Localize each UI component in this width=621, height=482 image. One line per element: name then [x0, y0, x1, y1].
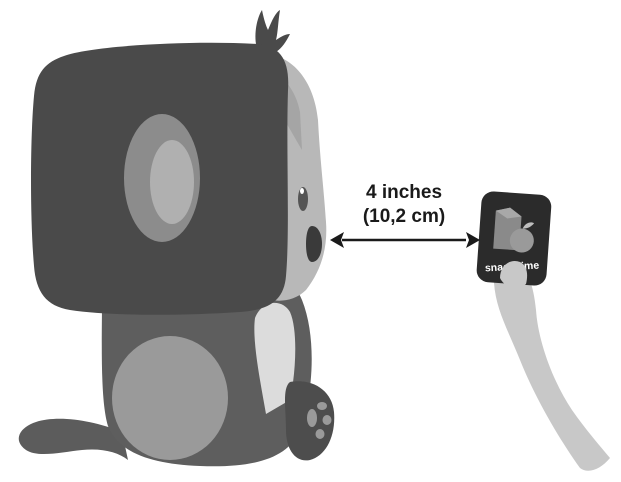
arrowhead-right	[466, 232, 480, 248]
snack-time-card[interactable]: snack time	[476, 191, 552, 288]
pet-ear-inner	[150, 140, 194, 224]
foot-pad	[323, 415, 332, 425]
pet-thigh	[112, 336, 228, 460]
distance-label-inches: 4 inches	[366, 182, 442, 203]
distance-arrow	[330, 232, 480, 248]
foot-pad	[316, 429, 325, 439]
arm	[494, 266, 610, 471]
foot-pad-main	[307, 409, 317, 427]
foot-pad	[317, 402, 327, 410]
arrowhead-left	[330, 232, 344, 248]
pet-eye-highlight	[300, 188, 304, 194]
distance-label-cm: (10,2 cm)	[363, 206, 445, 227]
